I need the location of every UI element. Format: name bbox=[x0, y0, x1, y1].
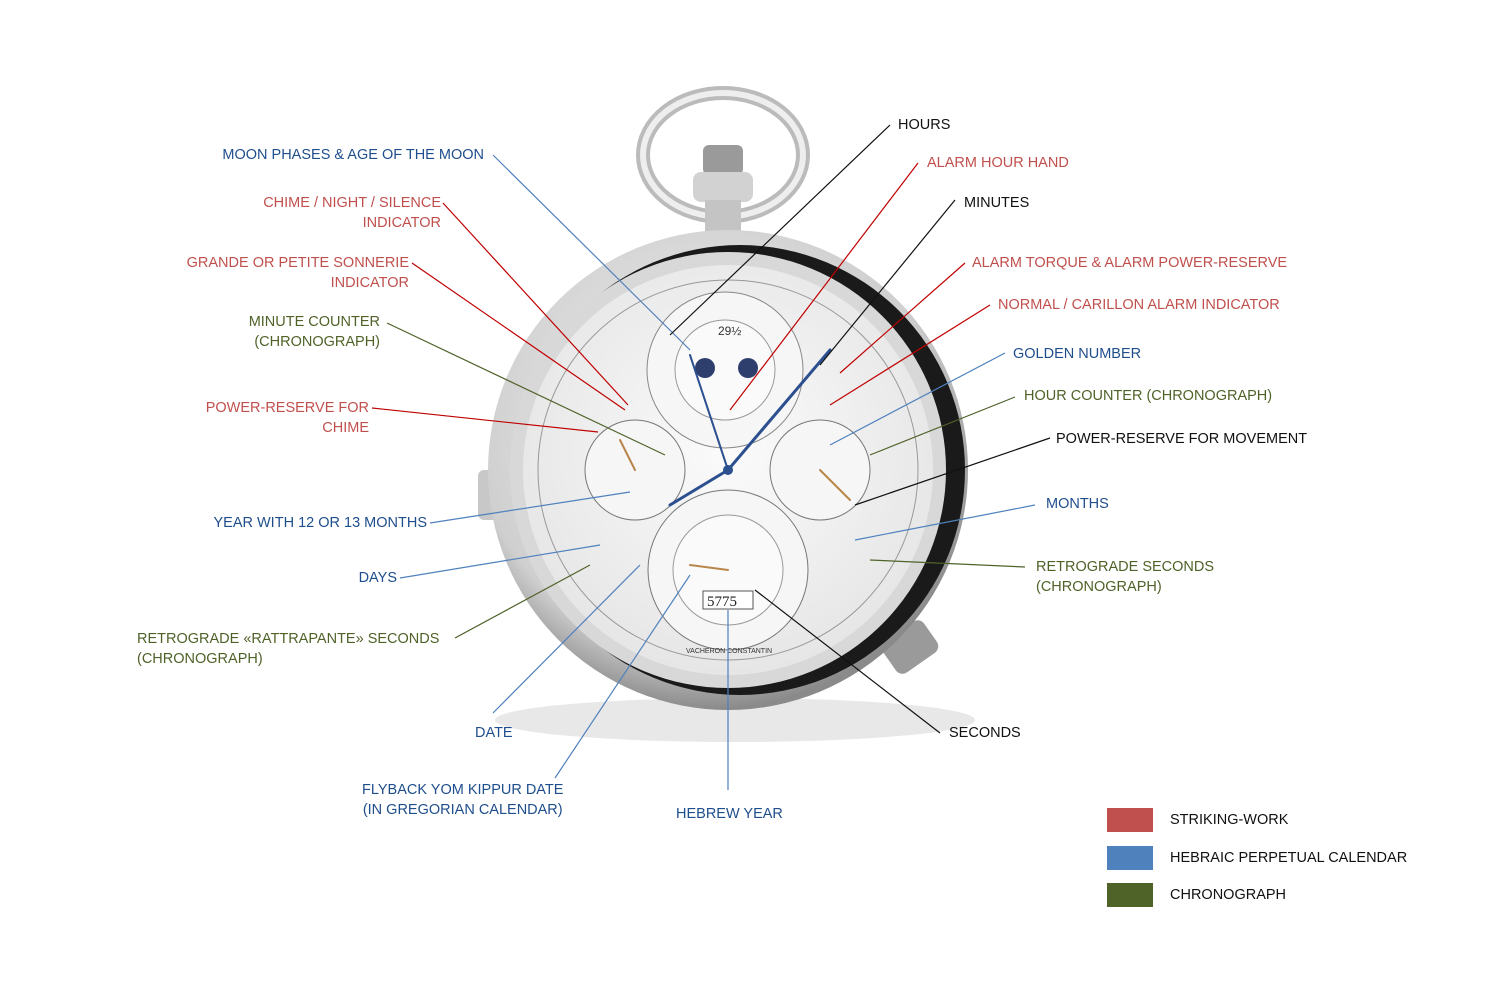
leader-sonnerie bbox=[411, 262, 626, 411]
leader-hour-counter bbox=[869, 396, 1016, 456]
label-power-chime: POWER-RESERVE FOR CHIME bbox=[206, 398, 369, 438]
leader-date bbox=[492, 564, 641, 714]
label-days: DAYS bbox=[358, 570, 397, 586]
label-line: POWER-RESERVE FOR bbox=[205, 400, 369, 416]
legend-swatch bbox=[1107, 846, 1153, 870]
label-line: (IN GREGORIAN CALENDAR) bbox=[362, 802, 563, 818]
label-line: RETROGRADE SECONDS bbox=[1036, 559, 1215, 575]
label-line: FLYBACK YOM KIPPUR DATE bbox=[362, 782, 564, 798]
legend-striking: STRIKING-WORK bbox=[1107, 808, 1288, 832]
label-power-movement: POWER-RESERVE FOR MOVEMENT bbox=[1056, 431, 1308, 447]
label-minutes: MINUTES bbox=[964, 195, 1030, 211]
leader-power-movement bbox=[854, 437, 1051, 506]
leader-rattrapante bbox=[454, 564, 591, 639]
legend-swatch bbox=[1107, 808, 1153, 832]
label-line: RETROGRADE «RATTRAPANTE» SECONDS bbox=[137, 631, 440, 647]
leader-power-chime bbox=[371, 407, 599, 433]
label-line: INDICATOR bbox=[362, 215, 441, 231]
label-line: INDICATOR bbox=[330, 275, 409, 291]
label-minute-counter: MINUTE COUNTER (CHRONOGRAPH) bbox=[249, 312, 380, 352]
leader-year-months bbox=[429, 491, 631, 524]
legend-swatch bbox=[1107, 883, 1153, 907]
leader-chime-indicator bbox=[442, 202, 629, 406]
label-carillon: NORMAL / CARILLON ALARM INDICATOR bbox=[998, 297, 1280, 313]
leader-days bbox=[399, 544, 601, 579]
label-chime-indicator: CHIME / NIGHT / SILENCE INDICATOR bbox=[263, 193, 441, 233]
label-hours: HOURS bbox=[898, 117, 951, 133]
label-date: DATE bbox=[475, 725, 513, 741]
leader-moon-phases bbox=[492, 154, 691, 351]
hebrew-year-window: 5775 bbox=[707, 594, 737, 610]
label-alarm-torque: ALARM TORQUE & ALARM POWER-RESERVE bbox=[972, 255, 1288, 271]
leader-hours bbox=[669, 124, 891, 336]
label-year-months: YEAR WITH 12 OR 13 MONTHS bbox=[213, 515, 427, 531]
label-retro-seconds: RETROGRADE SECONDS (CHRONOGRAPH) bbox=[1036, 557, 1214, 597]
label-moon-phases: MOON PHASES & AGE OF THE MOON bbox=[222, 147, 484, 163]
label-line: (CHRONOGRAPH) bbox=[254, 334, 380, 350]
brand-text: VACHERON CONSTANTIN bbox=[686, 648, 772, 655]
leader-yom-kippur bbox=[554, 574, 691, 779]
leader-seconds bbox=[754, 589, 941, 734]
leader-alarm-torque bbox=[839, 262, 966, 374]
label-hebrew-year: HEBREW YEAR bbox=[676, 806, 783, 822]
label-alarm-hour: ALARM HOUR HAND bbox=[927, 155, 1069, 171]
label-line: CHIME / NIGHT / SILENCE bbox=[263, 195, 441, 211]
crown-pusher bbox=[881, 620, 939, 674]
leader-golden-number bbox=[829, 352, 1006, 446]
legend-label: HEBRAIC PERPETUAL CALENDAR bbox=[1170, 850, 1408, 866]
label-months: MONTHS bbox=[1046, 496, 1109, 512]
legend-hebraic: HEBRAIC PERPETUAL CALENDAR bbox=[1107, 846, 1407, 870]
moon-age-text: 29½ bbox=[718, 324, 741, 338]
leader-minute-counter bbox=[386, 322, 666, 456]
leader-retro-seconds bbox=[869, 559, 1026, 568]
leader-minutes bbox=[819, 199, 956, 366]
watch-hands bbox=[619, 348, 851, 571]
label-seconds: SECONDS bbox=[949, 725, 1021, 741]
label-line: GRANDE OR PETITE SONNERIE bbox=[186, 255, 409, 271]
legend-label: CHRONOGRAPH bbox=[1170, 887, 1287, 903]
label-rattrapante: RETROGRADE «RATTRAPANTE» SECONDS (CHRONOG… bbox=[137, 629, 439, 669]
legend-chronograph: CHRONOGRAPH bbox=[1107, 883, 1286, 907]
label-line: MINUTE COUNTER bbox=[248, 314, 380, 330]
label-hour-counter: HOUR COUNTER (CHRONOGRAPH) bbox=[1024, 388, 1273, 404]
label-sonnerie: GRANDE OR PETITE SONNERIE INDICATOR bbox=[187, 253, 409, 293]
label-line: (CHRONOGRAPH) bbox=[137, 651, 263, 667]
leader-carillon bbox=[829, 304, 991, 406]
label-line: (CHRONOGRAPH) bbox=[1036, 579, 1162, 595]
leader-alarm-hour bbox=[729, 162, 919, 411]
label-golden-number: GOLDEN NUMBER bbox=[1013, 346, 1142, 362]
leader-lines bbox=[371, 124, 1051, 790]
label-line: CHIME bbox=[322, 420, 369, 436]
watch-bow bbox=[636, 86, 810, 240]
leader-months bbox=[854, 504, 1036, 541]
label-yom-kippur: FLYBACK YOM KIPPUR DATE (IN GREGORIAN CAL… bbox=[362, 780, 563, 820]
watch-shadow bbox=[495, 698, 975, 742]
legend-label: STRIKING-WORK bbox=[1170, 812, 1289, 828]
